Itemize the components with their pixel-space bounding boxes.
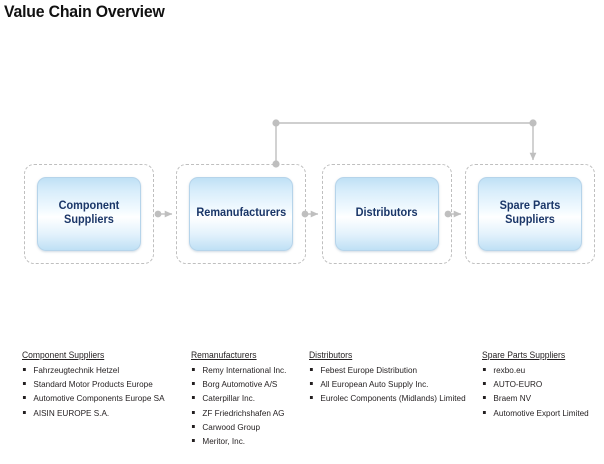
list-item-label: Automotive Components Europe SA: [33, 393, 165, 404]
legend-header-component-suppliers: Component Suppliers: [22, 350, 105, 360]
list-item: Meritor, Inc.: [191, 434, 286, 448]
list-item: Caterpillar Inc.: [191, 391, 286, 405]
stage-label-line2: Suppliers: [505, 214, 555, 226]
legend-list-distributors: Febest Europe Distribution All European …: [309, 363, 474, 406]
stage-label-component-suppliers: Component Suppliers: [53, 200, 125, 227]
bullet-icon: [191, 439, 195, 443]
stage-label-distributors: Distributors: [350, 207, 423, 221]
list-item-label: Febest Europe Distribution: [320, 365, 418, 375]
list-item: AUTO-EURO: [482, 377, 589, 391]
list-item: ZF Friedrichshafen AG: [191, 406, 286, 420]
stage-box-component-suppliers[interactable]: Component Suppliers: [37, 177, 141, 251]
stage-label-line1: Distributors: [356, 207, 418, 220]
list-item-label: Fahrzeugtechnik Hetzel: [33, 365, 120, 375]
stage-label-line1: Spare Parts: [499, 200, 561, 213]
bullet-icon: [482, 410, 486, 414]
bullet-icon: [191, 424, 195, 428]
bullet-icon: [191, 410, 195, 414]
bullet-icon: [482, 368, 486, 371]
list-item-label: All European Auto Supply Inc.: [320, 379, 429, 390]
list-item-label: Caterpillar Inc.: [202, 393, 256, 404]
bullet-icon: [191, 382, 195, 386]
legend-column-spare-parts-suppliers: Spare Parts Suppliers rexbo.eu AUTO-EURO…: [482, 350, 594, 420]
legend-column-distributors: Distributors Febest Europe Distribution …: [309, 350, 474, 406]
bullet-icon: [309, 368, 313, 371]
list-item-label: Remy International Inc.: [202, 365, 287, 375]
list-item-label: Carwood Group: [202, 421, 261, 432]
list-item: Remy International Inc.: [191, 363, 286, 377]
stage-label-line1: Remanufacturers: [196, 207, 286, 220]
list-item: All European Auto Supply Inc.: [309, 377, 466, 391]
stage-label-line1: Component: [58, 200, 120, 213]
stage-distributors[interactable]: Distributors: [322, 164, 452, 264]
connector-component-suppliers-to-remanufacturers: [154, 210, 173, 218]
bullet-icon: [22, 382, 26, 386]
bullet-icon: [22, 368, 26, 371]
list-item-label: Borg Automotive A/S: [202, 379, 278, 390]
stage-box-remanufacturers[interactable]: Remanufacturers: [189, 177, 293, 251]
legend-header-distributors: Distributors: [309, 350, 353, 360]
bullet-icon: [191, 396, 195, 400]
stage-component-suppliers[interactable]: Component Suppliers: [24, 164, 154, 264]
list-item-label: rexbo.eu: [493, 365, 526, 375]
list-item-label: Automotive Export Limited: [493, 407, 589, 418]
list-item: Febest Europe Distribution: [309, 363, 466, 377]
bullet-icon: [191, 368, 195, 371]
list-item: Carwood Group: [191, 420, 286, 434]
list-item-label: AISIN EUROPE S.A.: [33, 407, 110, 418]
legend-column-component-suppliers: Component Suppliers Fahrzeugtechnik Hetz…: [22, 350, 172, 420]
legend: Component Suppliers Fahrzeugtechnik Hetz…: [0, 350, 604, 464]
legend-list-spare-parts-suppliers: rexbo.eu AUTO-EURO Braem NV Automotive E…: [482, 363, 594, 420]
list-item: Automotive Components Europe SA: [22, 391, 165, 405]
value-chain-diagram: Component Suppliers Remanufacturers Dist…: [24, 119, 595, 264]
stage-label-remanufacturers: Remanufacturers: [190, 207, 291, 221]
list-item: Eurolec Components (Midlands) Limited: [309, 391, 466, 405]
list-item: rexbo.eu: [482, 363, 589, 377]
stage-remanufacturers[interactable]: Remanufacturers: [176, 164, 306, 264]
stage-box-distributors[interactable]: Distributors: [335, 177, 439, 251]
legend-column-remanufacturers: Remanufacturers Remy International Inc. …: [191, 350, 291, 448]
list-item-label: AUTO-EURO: [493, 379, 543, 390]
list-item: Braem NV: [482, 391, 589, 405]
list-item-label: Eurolec Components (Midlands) Limited: [320, 393, 466, 404]
connector-remanufacturers-to-spare-parts-suppliers: [272, 119, 537, 168]
stage-spare-parts-suppliers[interactable]: Spare Parts Suppliers: [465, 164, 595, 264]
legend-header-spare-parts-suppliers: Spare Parts Suppliers: [482, 350, 566, 360]
list-item-label: Meritor, Inc.: [202, 436, 246, 447]
bullet-icon: [22, 396, 26, 400]
legend-list-component-suppliers: Fahrzeugtechnik Hetzel Standard Motor Pr…: [22, 363, 172, 420]
bullet-icon: [22, 410, 26, 414]
stage-label-line2: Suppliers: [64, 214, 114, 226]
list-item-label: ZF Friedrichshafen AG: [202, 407, 285, 418]
list-item: Standard Motor Products Europe: [22, 377, 165, 391]
list-item-label: Braem NV: [493, 393, 532, 404]
page-title: Value Chain Overview: [4, 2, 165, 21]
legend-header-remanufacturers: Remanufacturers: [191, 350, 257, 360]
list-item: Borg Automotive A/S: [191, 377, 286, 391]
bullet-icon: [309, 382, 313, 386]
bullet-icon: [482, 382, 486, 386]
bullet-icon: [309, 396, 313, 400]
stage-box-spare-parts-suppliers[interactable]: Spare Parts Suppliers: [478, 177, 582, 251]
list-item-label: Standard Motor Products Europe: [33, 379, 153, 390]
bullet-icon: [482, 396, 486, 400]
list-item: AISIN EUROPE S.A.: [22, 406, 165, 420]
list-item: Automotive Export Limited: [482, 406, 589, 420]
legend-list-remanufacturers: Remy International Inc. Borg Automotive …: [191, 363, 291, 448]
stage-label-spare-parts-suppliers: Spare Parts Suppliers: [494, 200, 566, 227]
list-item: Fahrzeugtechnik Hetzel: [22, 363, 165, 377]
